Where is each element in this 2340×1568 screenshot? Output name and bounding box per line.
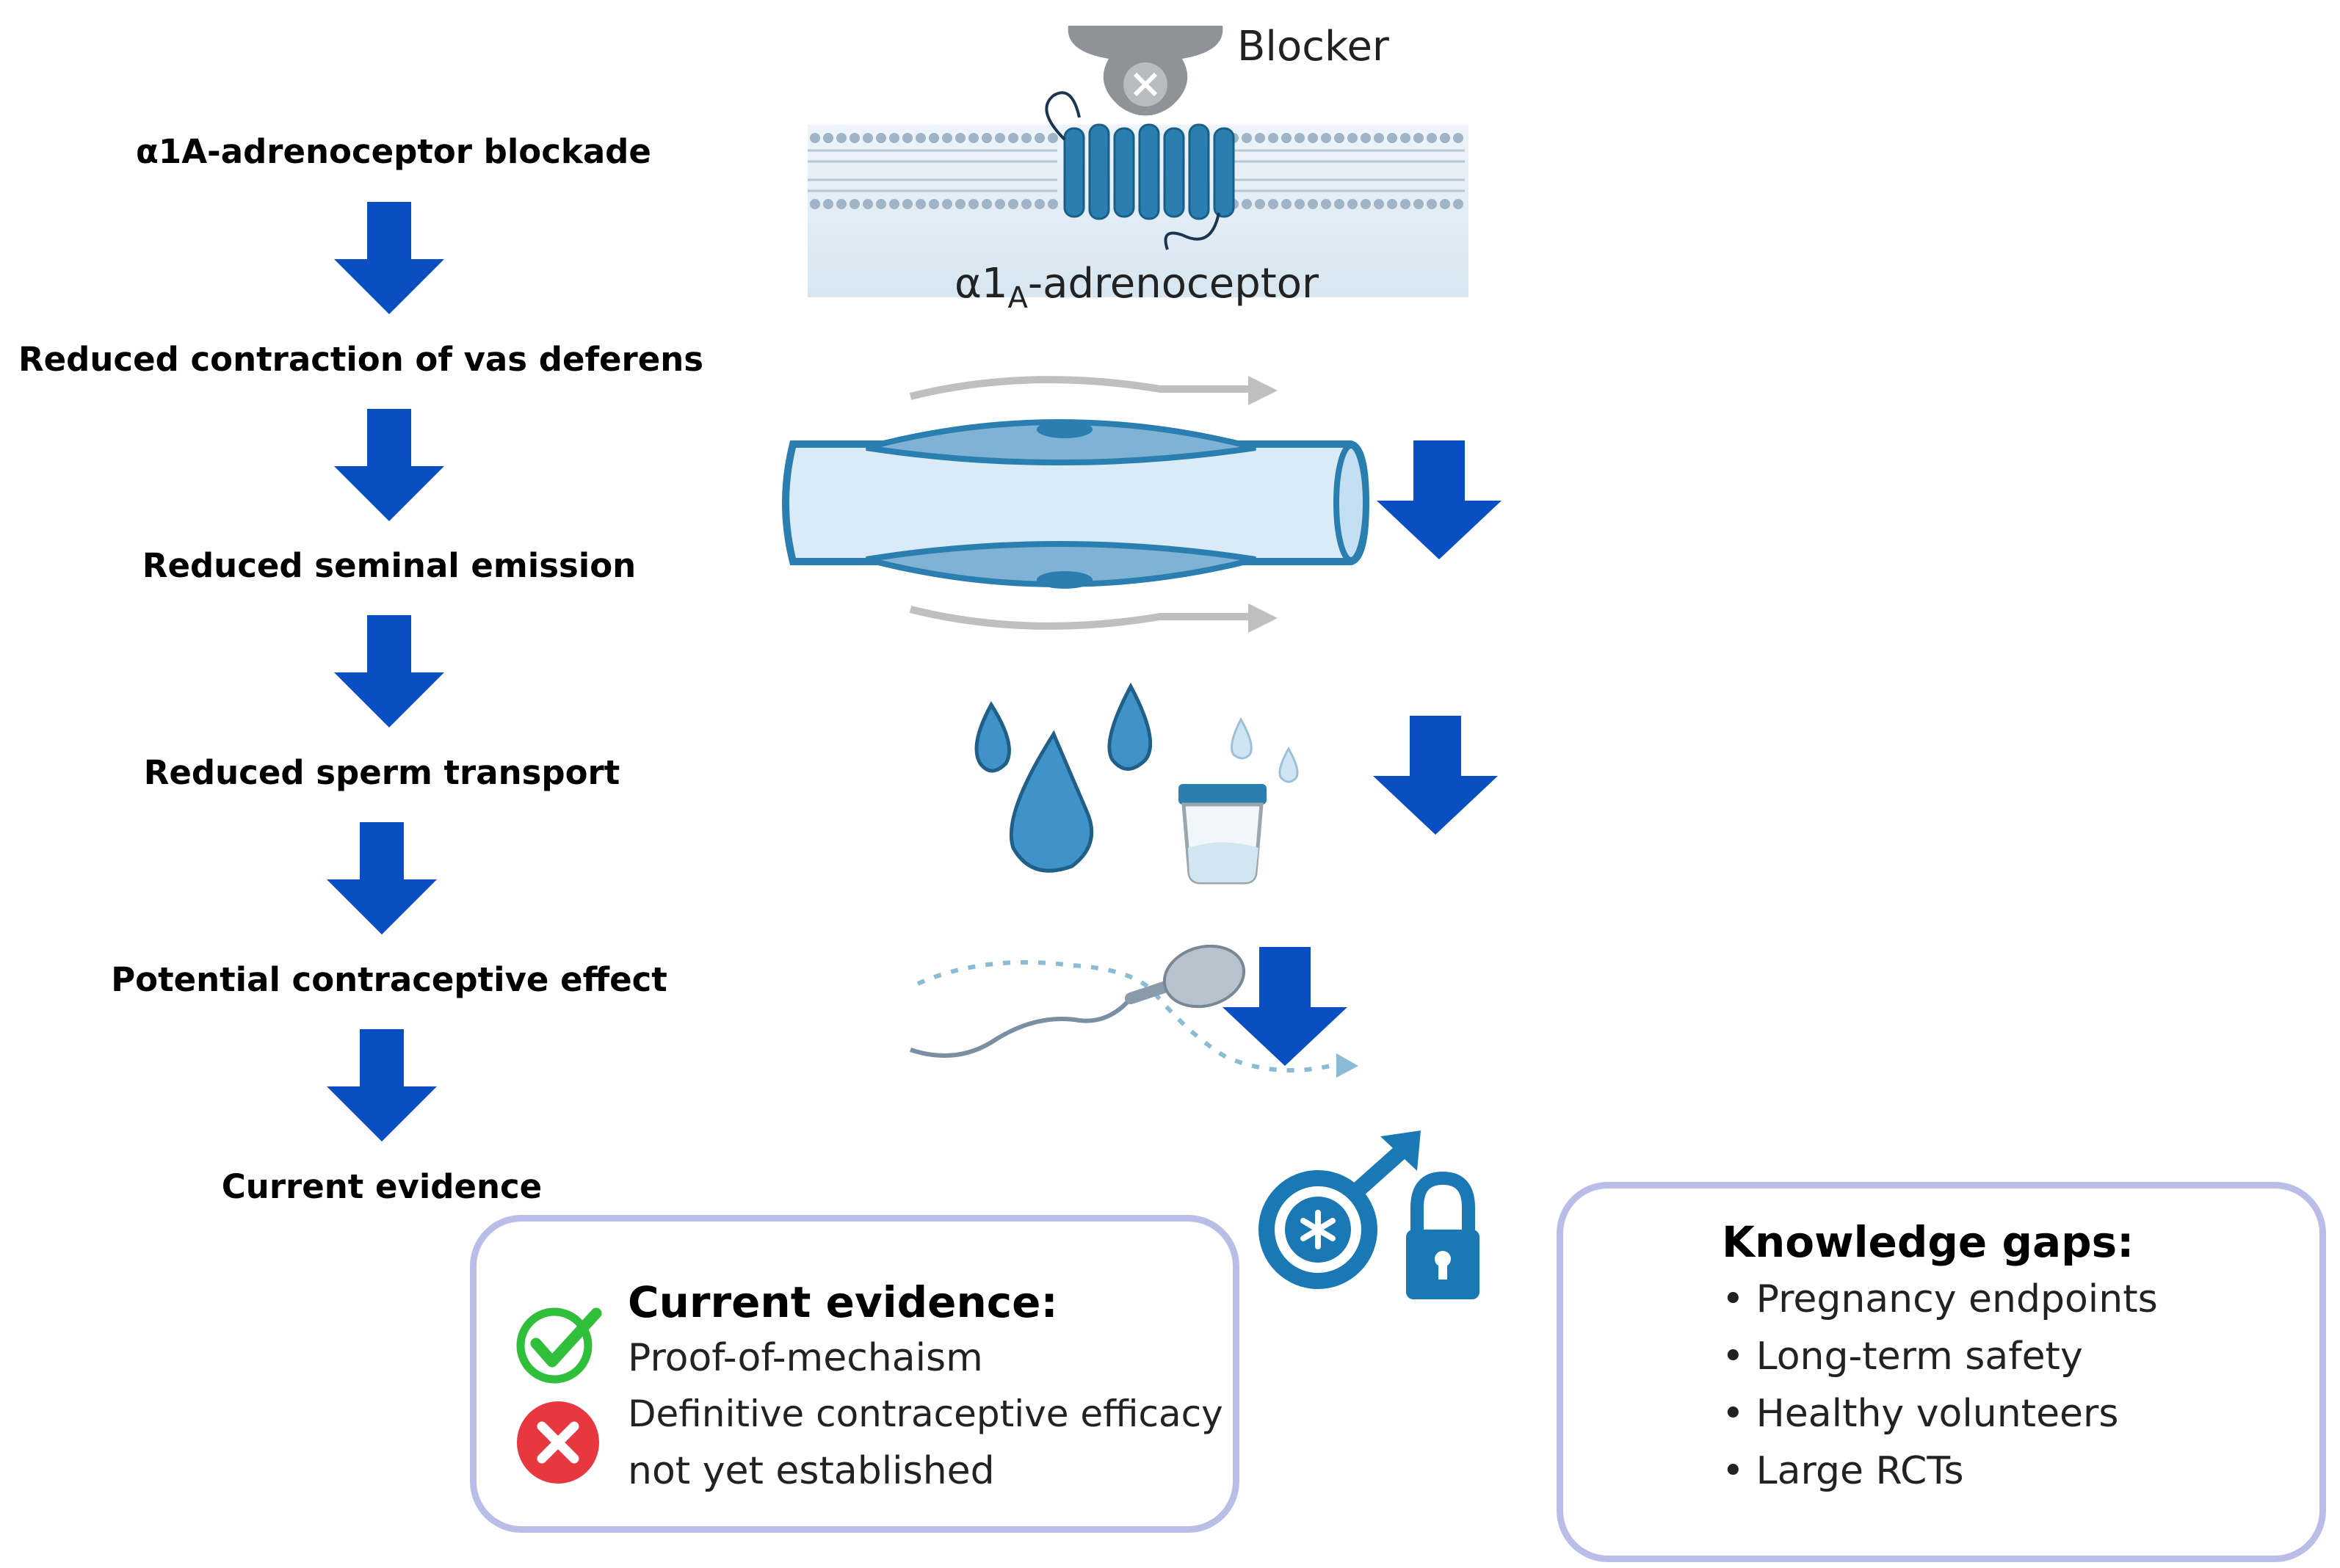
evidence-positive: Proof-of-mechaism [628,1336,983,1380]
evidence-negative-line1: Definitive contraceptive efficacy [628,1393,1223,1435]
step-reduced-sperm-transport: Reduced sperm transport [143,753,620,792]
seminal-reduction-arrow [1373,716,1498,835]
step-potential-contraceptive-effect: Potential contraceptive effect [111,960,667,999]
blocker-label: Blocker [1237,23,1390,70]
seminal-emission-illustration [974,682,1299,885]
flow-arrow-1 [334,202,444,314]
gap-item-label: Healthy volunteers [1756,1392,2119,1436]
check-icon [516,1307,602,1384]
vas-reduction-arrow [1377,440,1502,559]
flow-arrow-5 [327,1029,437,1141]
flow-arrow-4 [327,822,437,934]
flow-arrow-2 [334,409,444,521]
cross-icon [517,1401,599,1484]
knowledge-gaps-box [1557,1182,2326,1562]
step-reduced-contraction: Reduced contraction of vas deferens [18,340,704,379]
male-contraception-lock-icon [1258,1130,1479,1299]
step-current-evidence: Current evidence [221,1167,543,1206]
flow-arrow-3 [334,615,444,727]
sperm-reduction-arrow [1222,947,1347,1066]
receptor-label: α1A-adrenoceptor [955,260,1319,308]
evidence-title: Current evidence: [628,1277,1058,1327]
gaps-title: Knowledge gaps: [1722,1217,2134,1267]
gap-item-label: Pregnancy endpoints [1756,1277,2158,1321]
current-evidence-box [470,1215,1239,1533]
evidence-negative-line2: not yet established [628,1449,995,1493]
gap-item: •Large RCTs [1722,1449,1964,1493]
step-reduced-seminal-emission: Reduced seminal emission [142,546,637,585]
gap-item: •Long-term safety [1722,1335,2083,1379]
receptor-membrane-illustration: Blocker α1A-adrenoceptor [808,23,1468,308]
gap-item-label: Long-term safety [1756,1335,2083,1379]
sperm-transport-illustration [910,944,1358,1078]
gap-item: •Pregnancy endpoints [1722,1277,2158,1321]
step-alpha1a-blockade: α1A-adrenoceptor blockade [136,132,651,171]
vas-deferens-illustration [782,376,1370,633]
gap-item: •Healthy volunteers [1722,1392,2119,1436]
gap-item-label: Large RCTs [1756,1449,1964,1493]
